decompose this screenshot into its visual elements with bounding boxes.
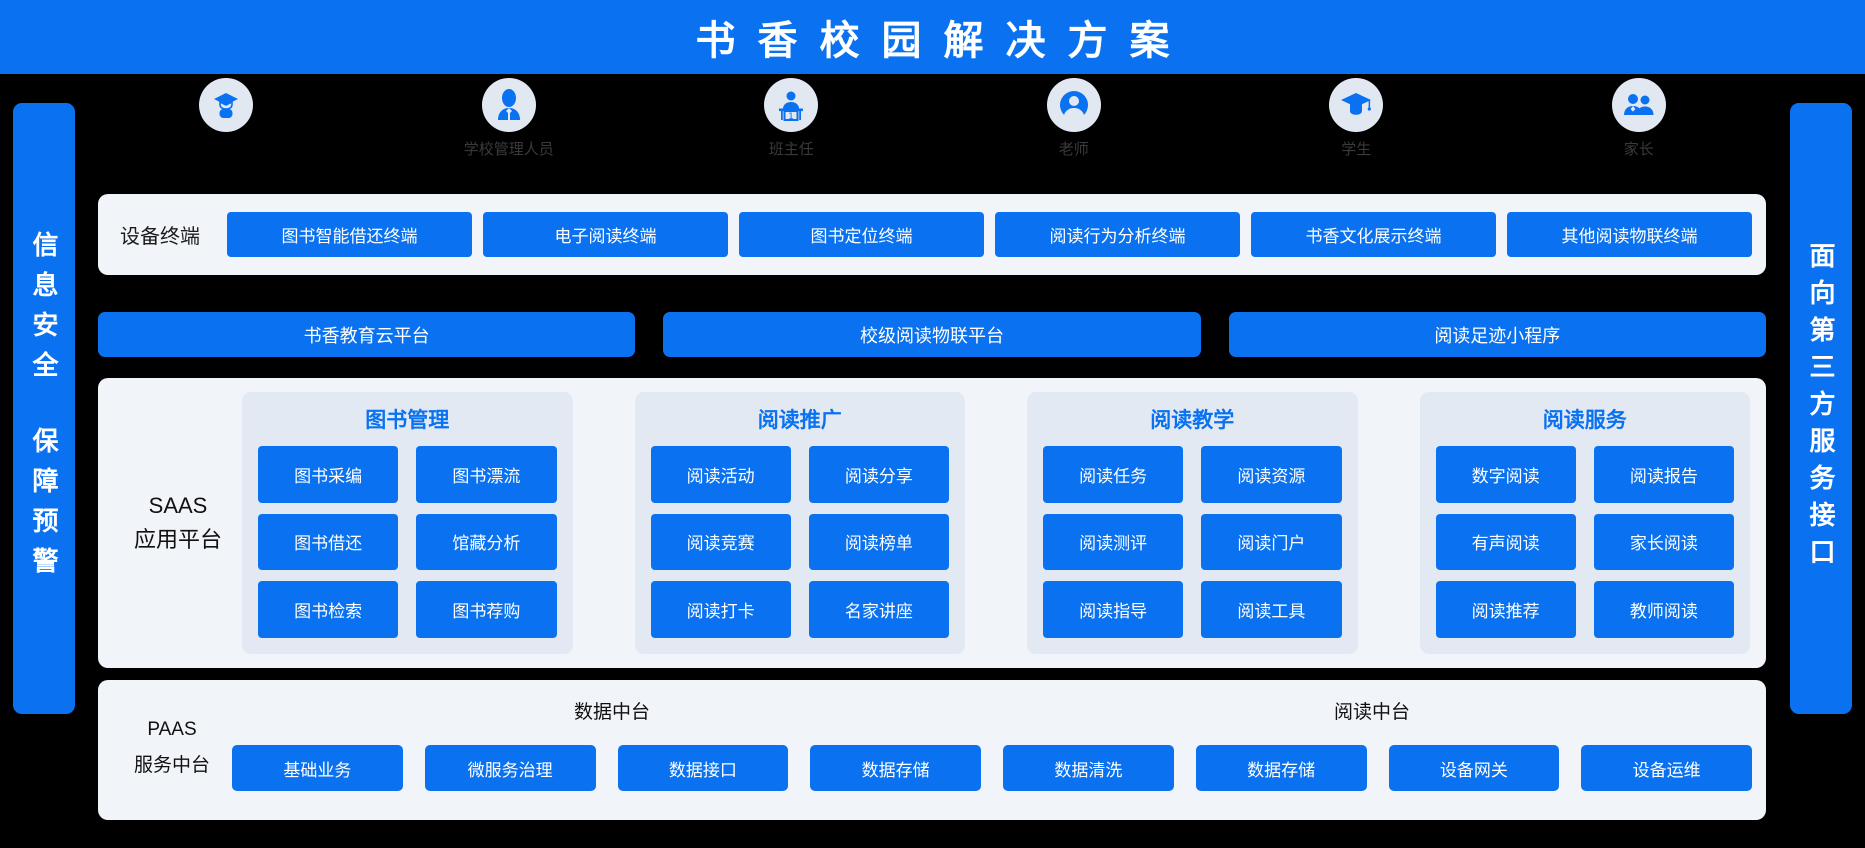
roles-row: 学校管理人员 1 班主任: [85, 78, 1780, 170]
saas-section-label: SAAS 应用平台: [114, 489, 242, 557]
saas-chip-2-5[interactable]: 阅读工具: [1201, 581, 1342, 638]
paas-chips: 基础业务 微服务治理 数据接口 数据存储 数据清洗 数据存储 设备网关 设备运维: [232, 730, 1752, 806]
device-terminal-row: 设备终端 图书智能借还终端 电子阅读终端 图书定位终端 阅读行为分析终端 书香文…: [98, 194, 1766, 275]
saas-groups: 图书管理 图书采编 图书漂流 图书借还 馆藏分析 图书检索 图书荐购 阅读推广 …: [242, 392, 1750, 654]
saas-chip-1-3[interactable]: 阅读榜单: [808, 513, 949, 571]
platform-bar-0[interactable]: 书香教育云平台: [98, 312, 636, 357]
paas-heading-data-center: 数据中台: [573, 701, 650, 723]
saas-chip-0-0[interactable]: 图书采编: [258, 446, 399, 503]
right-rail-third-party-api: 面向第三方服务接口: [1790, 103, 1852, 714]
role-item-teacher: 老师: [933, 78, 1216, 159]
role-item-student: 学生: [1215, 78, 1498, 159]
left-rail-label-2: 保障预警: [29, 426, 59, 587]
saas-chip-2-2[interactable]: 阅读测评: [1043, 513, 1184, 571]
svg-text:1: 1: [788, 112, 794, 122]
saas-chip-2-4[interactable]: 阅读指导: [1043, 581, 1184, 638]
saas-chip-3-1[interactable]: 阅读报告: [1593, 446, 1734, 503]
saas-group-book-management: 图书管理 图书采编 图书漂流 图书借还 馆藏分析 图书检索 图书荐购: [242, 392, 573, 654]
platform-row: 书香教育云平台 校级阅读物联平台 阅读足迹小程序: [98, 312, 1766, 357]
saas-group-reading-promotion: 阅读推广 阅读活动 阅读分享 阅读竞赛 阅读榜单 阅读打卡 名家讲座: [634, 392, 965, 654]
paas-chip-7[interactable]: 设备运维: [1581, 745, 1752, 791]
device-chip-4[interactable]: 书香文化展示终端: [1251, 212, 1496, 257]
paas-chip-6[interactable]: 设备网关: [1388, 745, 1560, 791]
right-rail-label-1: 面向第三方服务接口: [1806, 242, 1836, 575]
saas-chip-3-4[interactable]: 阅读推荐: [1435, 581, 1576, 638]
saas-chip-0-3[interactable]: 馆藏分析: [416, 513, 557, 571]
left-rail-information-security: 信息安全 保障预警: [13, 103, 75, 714]
role-item-parent: 家长: [1498, 78, 1781, 159]
saas-chip-2-0[interactable]: 阅读任务: [1043, 446, 1184, 503]
saas-group-title-1: 阅读推广: [757, 409, 842, 432]
saas-group-reading-service: 阅读服务 数字阅读 阅读报告 有声阅读 家长阅读 阅读推荐 教师阅读: [1419, 392, 1750, 654]
device-chip-1[interactable]: 电子阅读终端: [483, 212, 728, 257]
saas-grid-3: 数字阅读 阅读报告 有声阅读 家长阅读 阅读推荐 教师阅读: [1435, 446, 1734, 638]
saas-chip-1-0[interactable]: 阅读活动: [650, 446, 791, 503]
saas-grid-0: 图书采编 图书漂流 图书借还 馆藏分析 图书检索 图书荐购: [258, 446, 557, 638]
paas-chip-1[interactable]: 微服务治理: [424, 745, 596, 791]
saas-label-line2: 应用平台: [133, 527, 222, 552]
graduation-cap-icon: [1329, 78, 1384, 132]
role-label-administrator: 学校管理人员: [463, 141, 554, 158]
device-chip-3[interactable]: 阅读行为分析终端: [995, 212, 1240, 257]
paas-headings: 数据中台 阅读中台: [232, 690, 1752, 730]
saas-group-title-0: 图书管理: [365, 409, 450, 432]
saas-grid-2: 阅读任务 阅读资源 阅读测评 阅读门户 阅读指导 阅读工具: [1043, 446, 1342, 638]
role-item-0: [85, 78, 368, 138]
parents-icon: [1611, 78, 1666, 132]
saas-chip-3-0[interactable]: 数字阅读: [1435, 446, 1576, 503]
saas-chip-1-4[interactable]: 阅读打卡: [650, 581, 791, 638]
paas-chip-5[interactable]: 数据存储: [1195, 745, 1367, 791]
role-label-head-teacher: 班主任: [768, 141, 814, 158]
saas-chip-0-2[interactable]: 图书借还: [258, 513, 399, 571]
device-chip-0[interactable]: 图书智能借还终端: [227, 212, 472, 257]
paas-chip-0[interactable]: 基础业务: [232, 745, 403, 791]
paas-chip-2[interactable]: 数据接口: [617, 745, 789, 791]
saas-chip-0-1[interactable]: 图书漂流: [416, 446, 557, 503]
role-item-administrator: 学校管理人员: [368, 78, 651, 159]
device-chip-2[interactable]: 图书定位终端: [739, 212, 984, 257]
paas-heading-reading-center: 阅读中台: [1333, 701, 1410, 723]
graduate-avatar-icon: [199, 78, 254, 132]
person-circle-icon: [1046, 78, 1101, 132]
platform-bar-2[interactable]: 阅读足迹小程序: [1228, 312, 1766, 357]
saas-chip-2-1[interactable]: 阅读资源: [1201, 446, 1342, 503]
saas-chip-3-5[interactable]: 教师阅读: [1593, 581, 1734, 638]
role-label-parent: 家长: [1623, 141, 1654, 158]
device-chip-5[interactable]: 其他阅读物联终端: [1507, 212, 1752, 257]
saas-group-title-2: 阅读教学: [1150, 409, 1235, 432]
role-label-student: 学生: [1341, 141, 1372, 158]
paas-chip-4[interactable]: 数据清洗: [1003, 745, 1174, 791]
left-rail-label-1: 信息安全: [29, 230, 59, 391]
saas-grid-1: 阅读活动 阅读分享 阅读竞赛 阅读榜单 阅读打卡 名家讲座: [650, 446, 949, 638]
administrator-icon: [481, 78, 536, 132]
platform-bar-1[interactable]: 校级阅读物联平台: [663, 312, 1201, 357]
teacher-podium-icon: 1: [764, 78, 819, 132]
saas-section: SAAS 应用平台 图书管理 图书采编 图书漂流 图书借还 馆藏分析 图书检索 …: [98, 378, 1766, 668]
page-title-bar: 书香校园解决方案: [0, 0, 1865, 74]
saas-label-line1: SAAS: [148, 492, 208, 518]
saas-chip-1-2[interactable]: 阅读竞赛: [650, 513, 791, 571]
role-item-head-teacher: 1 班主任: [650, 78, 933, 159]
saas-chip-0-5[interactable]: 图书荐购: [416, 581, 557, 638]
role-label-teacher: 老师: [1058, 141, 1089, 158]
saas-chip-1-5[interactable]: 名家讲座: [808, 581, 949, 638]
saas-chip-3-3[interactable]: 家长阅读: [1593, 513, 1734, 571]
paas-section-label: PAAS 服务中台: [112, 690, 232, 806]
paas-main: 数据中台 阅读中台 基础业务 微服务治理 数据接口 数据存储 数据清洗 数据存储…: [232, 690, 1752, 806]
paas-section: PAAS 服务中台 数据中台 阅读中台 基础业务 微服务治理 数据接口 数据存储…: [98, 680, 1766, 820]
saas-chip-2-3[interactable]: 阅读门户: [1201, 513, 1342, 571]
saas-chip-3-2[interactable]: 有声阅读: [1435, 513, 1576, 571]
page-title: 书香校园解决方案: [695, 19, 1192, 63]
paas-label-line2: 服务中台: [133, 755, 210, 776]
saas-chip-0-4[interactable]: 图书检索: [258, 581, 399, 638]
saas-group-reading-teaching: 阅读教学 阅读任务 阅读资源 阅读测评 阅读门户 阅读指导 阅读工具: [1027, 392, 1358, 654]
device-terminal-row-label: 设备终端: [120, 226, 200, 248]
paas-chip-3[interactable]: 数据存储: [810, 745, 981, 791]
saas-group-title-3: 阅读服务: [1542, 409, 1627, 432]
paas-label-line1: PAAS: [147, 718, 197, 740]
saas-chip-1-1[interactable]: 阅读分享: [808, 446, 949, 503]
